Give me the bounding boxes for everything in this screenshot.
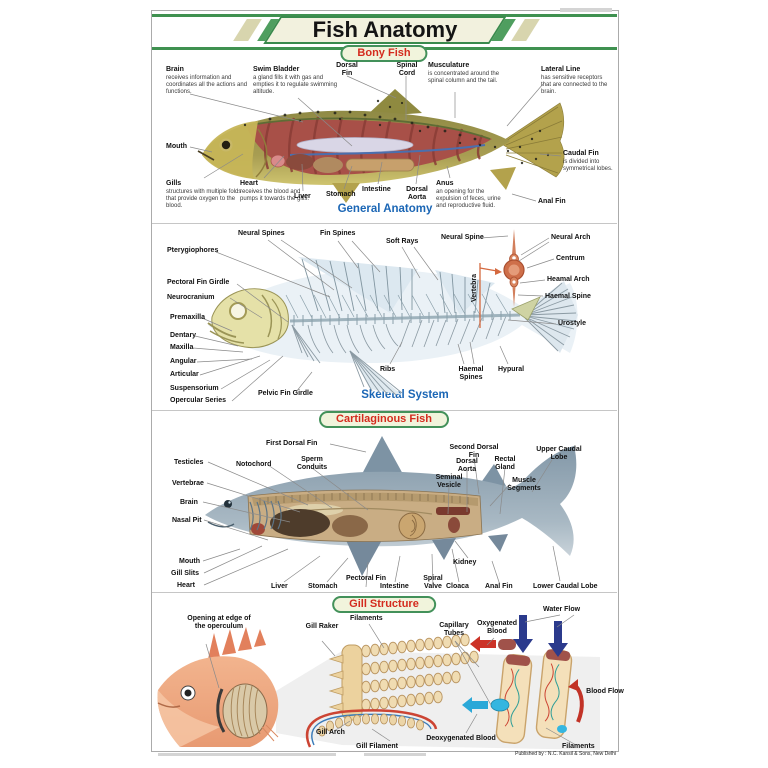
- label-notochord: Notochord: [236, 461, 272, 468]
- label-pectoral-fin-girdle: Pectoral Fin Girdle: [167, 279, 230, 286]
- label-gill-arch: Gill Arch: [316, 729, 345, 736]
- label-operculum-opening: Opening at edge of the operculum: [187, 615, 251, 631]
- label-filaments-bottom: Filaments: [562, 743, 595, 750]
- banner-stripe: [511, 19, 540, 41]
- label-anal-fin-shark: Anal Fin: [485, 583, 513, 590]
- label-upper-caudal-lobe: Upper Caudal Lobe: [536, 446, 582, 462]
- label-lower-caudal-lobe: Lower Caudal Lobe: [533, 583, 598, 590]
- label-anal-fin: Anal Fin: [538, 198, 566, 205]
- label-angular: Angular: [170, 358, 197, 365]
- label-stomach-shark: Stomach: [308, 583, 338, 590]
- label-mouth: Mouth: [166, 143, 187, 150]
- publisher-credit: Published by : N.C. Kansil & Sons, New D…: [515, 751, 616, 757]
- label-neural-spine: Neural Spine: [441, 234, 484, 241]
- label-deoxygenated-blood: Deoxygenated Blood: [426, 735, 496, 742]
- label-brain-shark: Brain: [180, 499, 198, 506]
- badge-bony-fish: Bony Fish: [340, 45, 428, 62]
- label-vertebrae: Vertebrae: [172, 480, 204, 487]
- label-fin-spines: Fin Spines: [320, 230, 356, 237]
- caption-general-anatomy: General Anatomy: [337, 203, 433, 215]
- caption-skeletal-system: Skeletal System: [361, 389, 449, 401]
- label-spinal-cord: Spinal Cord: [396, 62, 418, 78]
- label-gill-slits: Gill Slits: [171, 570, 200, 577]
- label-nasal-pit: Nasal Pit: [172, 517, 202, 524]
- label-blood-flow: Blood Flow: [586, 688, 624, 695]
- chart-code-fine-print: [560, 8, 612, 12]
- label-seminal-vesicle: Seminal Vesicle: [435, 474, 463, 490]
- label-centrum: Centrum: [556, 255, 585, 262]
- label-pectoral-fin: Pectoral Fin: [345, 575, 387, 582]
- label-articular: Articular: [170, 371, 199, 378]
- label-muscle-segments: Muscle Segments: [507, 477, 541, 493]
- copyright-fine-print: [158, 753, 336, 756]
- label-testicles: Testicles: [174, 459, 204, 466]
- label-mouth-shark: Mouth: [179, 558, 200, 565]
- label-dorsal-aorta-shark: Dorsal Aorta: [456, 458, 478, 474]
- page-title: Fish Anatomy: [312, 17, 457, 42]
- banner-stripe: [233, 19, 262, 41]
- label-ribs: Ribs: [380, 366, 396, 373]
- section-divider: [152, 223, 617, 224]
- label-second-dorsal-fin: Second Dorsal Fin: [449, 444, 499, 460]
- bony-fish-illustration: [197, 89, 565, 203]
- label-premaxilla: Premaxilla: [170, 314, 206, 321]
- label-dorsal-aorta: Dorsal Aorta: [406, 186, 428, 202]
- label-soft-rays: Soft Rays: [386, 238, 419, 245]
- gill-structure-illustration: [157, 615, 600, 750]
- label-liver-shark: Liver: [271, 583, 288, 590]
- label-oxygenated-blood: Oxygenated Blood: [476, 620, 518, 636]
- label-neural-arch: Neural Arch: [551, 234, 591, 241]
- label-haemal-spines: Haemal Spines: [458, 366, 484, 382]
- section-divider: [152, 410, 617, 411]
- title-plate: Fish Anatomy: [262, 16, 507, 44]
- label-liver: Liver: [294, 193, 311, 200]
- label-dentary: Dentary: [170, 332, 197, 339]
- label-heart-shark: Heart: [177, 582, 195, 589]
- label-stomach: Stomach: [326, 191, 356, 198]
- label-hypural: Hypural: [498, 366, 525, 373]
- label-sperm-conduits: Sperm Conduits: [296, 456, 328, 472]
- label-water-flow: Water Flow: [543, 606, 581, 613]
- label-pelvic-fin-girdle: Pelvic Fin Girdle: [258, 390, 313, 397]
- label-intestine-shark: Intestine: [380, 583, 409, 590]
- label-opercular-series: Opercular Series: [170, 397, 227, 404]
- label-maxilla: Maxilla: [170, 344, 194, 351]
- label-intestine: Intestine: [362, 186, 391, 193]
- label-gill-raker: Gill Raker: [305, 623, 339, 630]
- label-urostyle: Urostyle: [558, 320, 587, 327]
- label-filaments-top: Filaments: [350, 615, 383, 622]
- section-divider: [152, 592, 617, 593]
- label-pterygiophores: Pterygiophores: [167, 247, 219, 254]
- badge-gill-structure: Gill Structure: [332, 596, 436, 613]
- label-neurocranium: Neurocranium: [167, 294, 215, 301]
- label-neural-spines: Neural Spines: [238, 230, 285, 237]
- badge-cartilaginous-fish: Cartilaginous Fish: [319, 411, 449, 428]
- label-heamal-arch: Heamal Arch: [547, 276, 590, 283]
- label-rectal-gland: Rectal Gland: [494, 456, 516, 472]
- label-suspensorium: Suspensorium: [170, 385, 219, 392]
- label-cloaca: Cloaca: [446, 583, 469, 590]
- skeleton-illustration: [207, 229, 578, 396]
- label-haemal-spine: Haemal Spine: [545, 293, 591, 300]
- label-vertebra: Vertebra: [470, 274, 478, 303]
- label-first-dorsal-fin: First Dorsal Fin: [266, 440, 318, 447]
- print-code-fine-print: [364, 753, 426, 756]
- label-capillary-tubes: Capillary Tubes: [439, 622, 469, 638]
- label-dorsal-fin: Dorsal Fin: [336, 62, 358, 78]
- label-gill-filament: Gill Filament: [356, 743, 399, 750]
- label-kidney: Kidney: [453, 559, 477, 566]
- label-spiral-valve: Spiral Valve: [423, 575, 443, 591]
